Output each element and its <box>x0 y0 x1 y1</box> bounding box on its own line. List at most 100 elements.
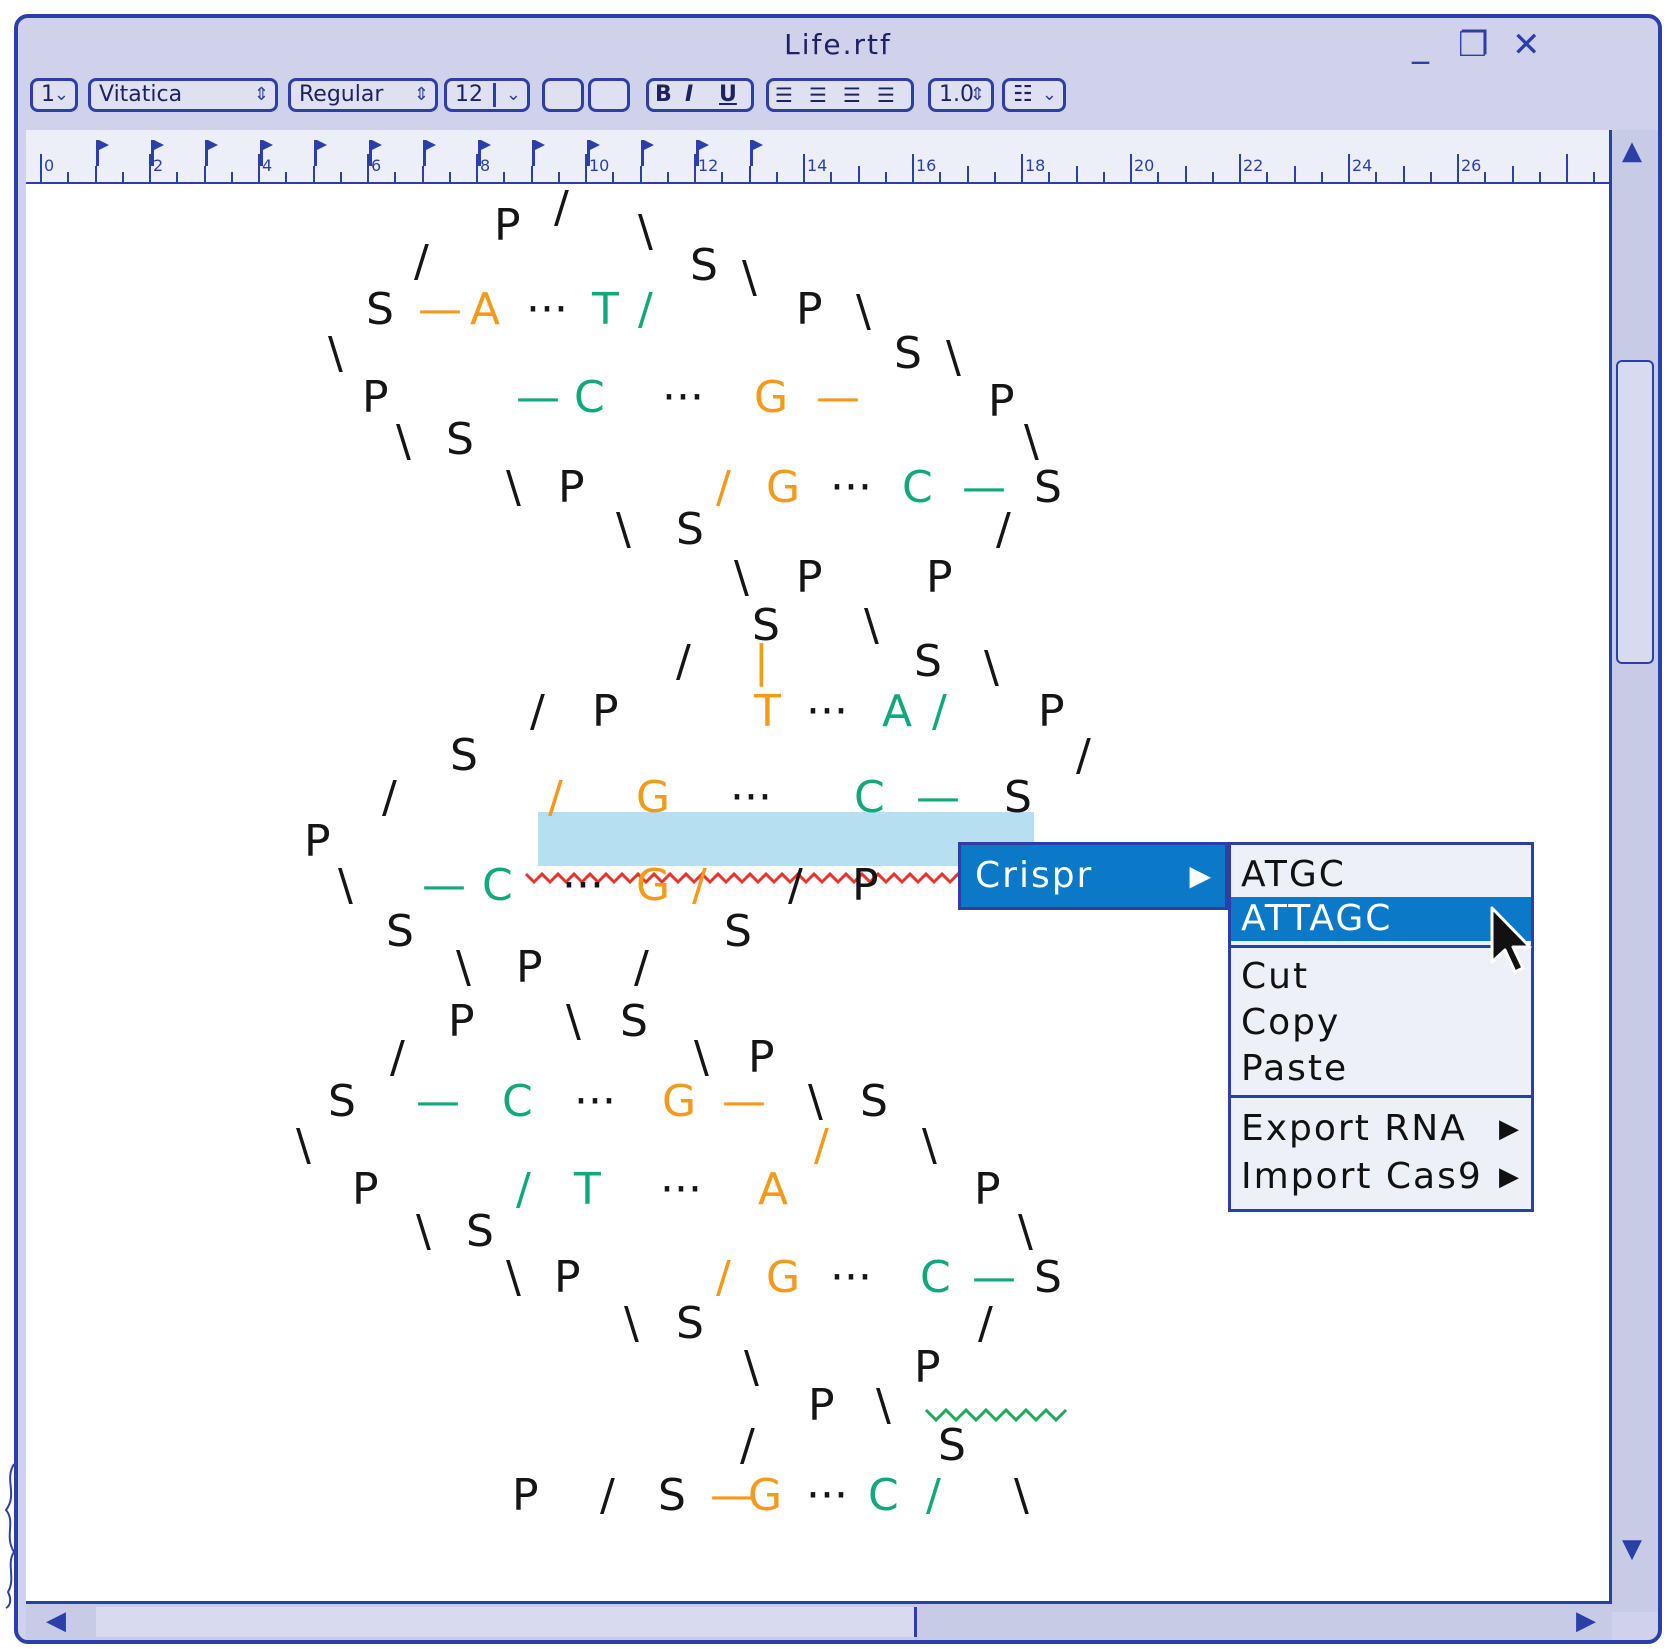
highlight-color-button[interactable] <box>588 78 630 112</box>
scroll-up-icon[interactable]: ▲ <box>1622 136 1642 166</box>
updown-arrows-icon: ⇕ <box>413 84 429 105</box>
tab-stop-marker[interactable] <box>641 140 654 166</box>
ruler-tick <box>149 154 151 182</box>
dna-glyph: C <box>868 1470 899 1521</box>
dna-glyph: / <box>996 504 1011 555</box>
align-justify-icon[interactable]: ☰ <box>877 83 895 107</box>
tab-stop-marker[interactable] <box>750 140 763 166</box>
dna-glyph: G <box>766 462 801 513</box>
menu-item-export-rna[interactable]: Export RNA ▶ <box>1231 1107 1531 1151</box>
minimize-button[interactable]: _ <box>1412 25 1429 65</box>
dna-glyph: C <box>902 462 933 513</box>
menu-separator <box>1231 1095 1531 1098</box>
ruler-label: 8 <box>480 156 491 175</box>
ruler-tick <box>1457 154 1459 182</box>
italic-button[interactable]: I <box>685 82 694 107</box>
font-family-select[interactable]: Vitatica⇕ <box>88 78 278 112</box>
dna-glyph: P <box>448 996 475 1047</box>
menu-item-cut[interactable]: Cut <box>1241 956 1310 997</box>
dna-glyph: \ <box>864 600 879 651</box>
ruler-label: 20 <box>1134 156 1155 175</box>
tab-stop-marker[interactable] <box>423 140 436 166</box>
menu-item-copy[interactable]: Copy <box>1241 1002 1341 1043</box>
ruler-tick <box>803 154 805 182</box>
dna-glyph: / <box>382 772 397 823</box>
dna-glyph: \ <box>638 206 653 257</box>
tab-stop-marker[interactable] <box>586 140 600 166</box>
font-size-select[interactable]: 12⌄ <box>444 78 530 112</box>
list-style-select[interactable]: ☷⌄ <box>1002 78 1066 112</box>
dna-glyph: P <box>558 462 585 513</box>
ruler-tick <box>1048 172 1051 182</box>
dna-glyph: \ <box>1024 416 1039 467</box>
menu-item-atgc[interactable]: ATGC <box>1241 854 1346 895</box>
scroll-right-icon[interactable]: ▶ <box>1576 1606 1596 1636</box>
align-center-icon[interactable]: ☰ <box>809 83 827 107</box>
dna-glyph: — <box>416 1076 460 1127</box>
horizontal-scroll-thumb[interactable] <box>96 1607 917 1637</box>
dna-glyph: — <box>516 372 560 423</box>
ruler-tick <box>694 154 696 182</box>
underline-button[interactable]: U <box>719 82 737 107</box>
dna-glyph: \ <box>328 328 343 379</box>
font-size-value: 12 <box>455 82 483 107</box>
align-left-icon[interactable]: ☰ <box>775 83 793 107</box>
spellcheck-grammar-underline <box>924 1407 1068 1423</box>
ruler-label: 16 <box>916 156 937 175</box>
dna-glyph: S <box>676 504 704 555</box>
style-picker[interactable]: 1⌄ <box>30 78 78 112</box>
menu-item-crispr[interactable]: Crispr ▶ <box>961 845 1225 907</box>
ruler-tick <box>312 166 315 182</box>
dna-glyph: — <box>422 860 466 911</box>
dna-glyph: / <box>390 1032 405 1083</box>
tab-stop-marker[interactable] <box>150 140 164 166</box>
dna-glyph: / <box>692 860 707 911</box>
ruler-label: 4 <box>262 156 273 175</box>
menu-item-import-cas9[interactable]: Import Cas9 ▶ <box>1231 1155 1531 1199</box>
vertical-scroll-thumb[interactable] <box>1616 360 1654 664</box>
tab-stop-marker[interactable] <box>695 140 709 166</box>
align-right-icon[interactable]: ☰ <box>843 83 861 107</box>
ruler-tick <box>339 172 342 182</box>
dna-glyph: P <box>516 942 543 993</box>
dna-glyph: ··· <box>830 1252 872 1303</box>
dna-glyph: ··· <box>806 1470 848 1521</box>
restore-button[interactable]: ❐ <box>1458 25 1489 65</box>
close-button[interactable]: ✕ <box>1512 25 1541 65</box>
dna-glyph: P <box>362 372 389 423</box>
text-color-button[interactable] <box>542 78 584 112</box>
tab-stop-marker[interactable] <box>477 140 491 166</box>
scroll-left-icon[interactable]: ◀ <box>46 1606 66 1636</box>
horizontal-scrollbar[interactable]: ◀ ▶ <box>26 1601 1612 1640</box>
dna-glyph: / <box>932 686 947 737</box>
scroll-down-icon[interactable]: ▼ <box>1622 1534 1642 1564</box>
menu-item-paste[interactable]: Paste <box>1241 1048 1349 1089</box>
line-spacing-select[interactable]: 1.0⇕ <box>928 78 994 112</box>
title-bar[interactable]: Life.rtf _ ❐ ✕ <box>18 18 1658 76</box>
tab-stop-marker[interactable] <box>205 140 218 166</box>
ruler-tick <box>1320 172 1323 182</box>
dna-glyph: P <box>988 376 1015 427</box>
dna-glyph: ··· <box>662 372 704 423</box>
font-weight-select[interactable]: Regular⇕ <box>288 78 438 112</box>
tab-stop-marker[interactable] <box>314 140 327 166</box>
dna-glyph: P <box>554 1252 581 1303</box>
dna-glyph: G <box>766 1252 801 1303</box>
ruler-tick <box>1211 172 1214 182</box>
bold-button[interactable]: B <box>655 82 672 107</box>
menu-item-attagc[interactable]: ATTAGC <box>1231 897 1531 941</box>
tab-stop-marker[interactable] <box>368 140 382 166</box>
dna-glyph: C <box>502 1076 533 1127</box>
dna-glyph: A <box>470 284 501 335</box>
tab-stop-marker[interactable] <box>532 140 545 166</box>
ruler-tick <box>94 166 97 182</box>
dna-glyph: S <box>676 1298 704 1349</box>
tab-stop-marker[interactable] <box>96 140 109 166</box>
dna-glyph: P <box>796 284 823 335</box>
ruler-tick <box>448 172 451 182</box>
vertical-scrollbar[interactable]: ▲ ▼ <box>1609 130 1658 1612</box>
tab-stop-marker[interactable] <box>259 140 273 166</box>
dna-glyph: \ <box>506 1252 521 1303</box>
dna-glyph: S <box>938 1420 966 1471</box>
